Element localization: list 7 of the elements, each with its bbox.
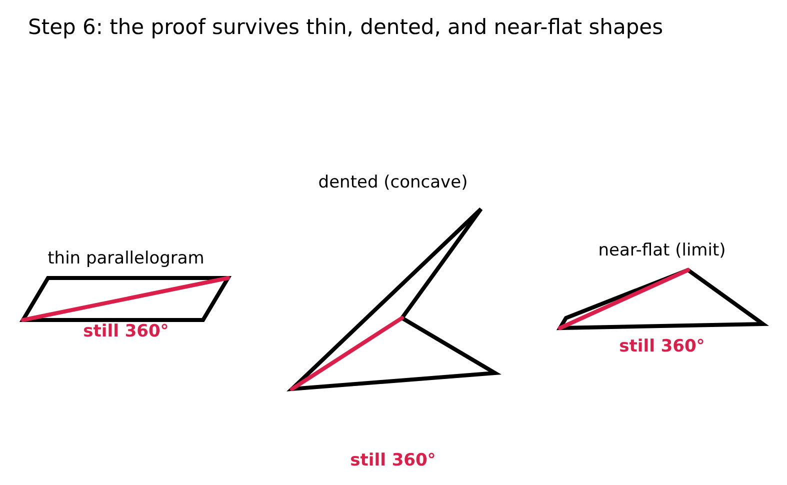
shape-label: near-flat (limit) bbox=[598, 239, 726, 262]
angle-sum-label: still 360° bbox=[619, 335, 705, 358]
angle-sum-label: still 360° bbox=[83, 320, 169, 344]
shape-label: thin parallelogram bbox=[48, 247, 204, 270]
title: Step 6: the proof survives thin, dented, and near-flat shapes bbox=[28, 14, 664, 41]
angle-sum-label: still 360° bbox=[350, 449, 436, 472]
shape-label: dented (concave) bbox=[318, 171, 468, 194]
